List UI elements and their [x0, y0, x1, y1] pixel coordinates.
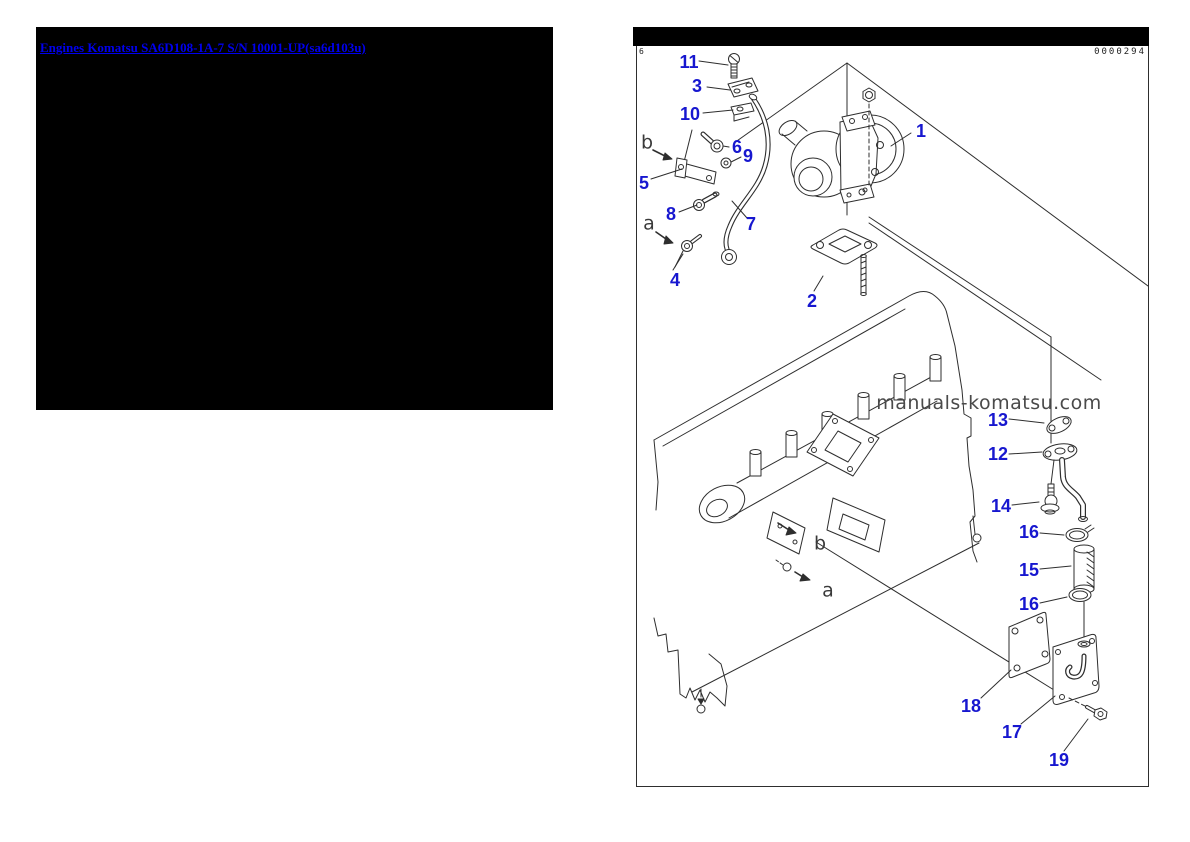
callout-19[interactable]: 19 — [1048, 750, 1070, 770]
diagram-top-bar — [633, 27, 1149, 46]
callout-7[interactable]: 7 — [745, 214, 757, 234]
callout-11[interactable]: 11 — [679, 52, 699, 72]
elbow-fitting-13 — [1046, 416, 1072, 434]
left-content-panel: Engines Komatsu SA6D108-1A-7 S/N 10001-U… — [36, 27, 553, 410]
parts-diagram-frame: 6 0000294 — [636, 46, 1149, 787]
callout-16[interactable]: 16 — [1018, 522, 1040, 542]
callout-9[interactable]: 9 — [742, 146, 754, 166]
turbo-mount-nut — [862, 87, 876, 187]
side-mount-pads — [766, 497, 886, 555]
callout-4[interactable]: 4 — [669, 270, 681, 290]
callout-17[interactable]: 17 — [1001, 722, 1023, 742]
engine-block — [653, 291, 982, 714]
callout-3[interactable]: 3 — [691, 76, 703, 96]
clamp-block-3 — [727, 77, 759, 98]
bracket-5 — [674, 129, 717, 185]
view-b-arrow-top — [652, 149, 673, 161]
callout-6[interactable]: 6 — [731, 137, 743, 157]
plate-10 — [730, 102, 755, 122]
cover-gasket-18 — [1008, 611, 1051, 679]
callout-2[interactable]: 2 — [806, 291, 818, 311]
view-a-arrow-top — [655, 231, 674, 245]
hose-clamp-16-lower — [1068, 588, 1092, 602]
callout-10[interactable]: 10 — [679, 104, 701, 124]
callout-14[interactable]: 14 — [990, 496, 1012, 516]
callout-13[interactable]: 13 — [987, 410, 1009, 430]
turbocharger — [778, 87, 905, 204]
callout-16[interactable]: 16 — [1018, 594, 1040, 614]
sheet-code-right: 0000294 — [1094, 47, 1146, 57]
oil-drain-tube-12 — [1042, 443, 1088, 522]
hose-clamp-16-upper — [1065, 524, 1095, 542]
callout-12[interactable]: 12 — [987, 444, 1009, 464]
ref-letter-b: b — [640, 131, 654, 154]
turbo-gasket-2 — [810, 228, 878, 296]
fitting-8 — [693, 191, 720, 211]
callout-15[interactable]: 15 — [1018, 560, 1040, 580]
callout-1[interactable]: 1 — [915, 121, 927, 141]
hose-15 — [1073, 544, 1095, 594]
ref-letter-b: b — [813, 532, 827, 555]
watermark-text: manuals-komatsu.com — [876, 392, 1102, 414]
ref-letter-a: a — [822, 579, 834, 602]
cover-plate-17 — [1052, 633, 1100, 705]
view-b-arrow — [777, 522, 797, 536]
callout-8[interactable]: 8 — [665, 204, 677, 224]
tube-7 — [721, 93, 771, 265]
stud-bolt — [860, 254, 867, 296]
engine-model-link[interactable]: Engines Komatsu SA6D108-1A-7 S/N 10001-U… — [40, 40, 366, 55]
plug-4 — [674, 234, 702, 268]
washer-9 — [720, 157, 732, 169]
bolt-11 — [728, 53, 740, 79]
callout-leader-lines — [650, 60, 1089, 752]
callout-5[interactable]: 5 — [638, 173, 650, 193]
bolt-19 — [1068, 697, 1108, 721]
ref-letter-a: a — [643, 212, 655, 235]
view-a-arrow — [775, 559, 811, 582]
bolt-6 — [700, 131, 724, 153]
intake-flange-plate — [806, 413, 880, 477]
sheet-code-left: 6 — [639, 47, 644, 56]
exhaust-manifold — [698, 354, 942, 582]
engine-parts-drawing — [650, 53, 1148, 752]
bolt-14 — [1040, 459, 1060, 515]
callout-18[interactable]: 18 — [960, 696, 982, 716]
